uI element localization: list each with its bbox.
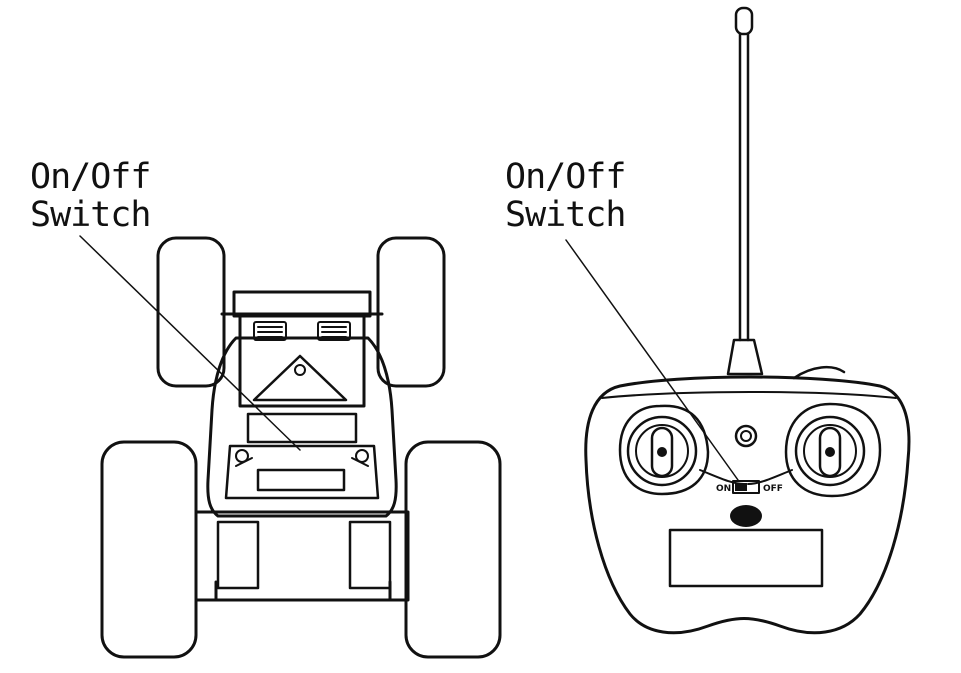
car-callout-leader xyxy=(79,235,301,451)
car-wheel-rear-right xyxy=(376,236,446,388)
car-body xyxy=(206,336,398,518)
remote-switch-off-label: OFF xyxy=(763,484,783,494)
car-vents xyxy=(253,321,351,341)
left-stick-lever xyxy=(650,426,674,478)
remote-switch-callout: On/Off Switch xyxy=(505,157,626,235)
car-bumper-block-right xyxy=(348,520,392,590)
car-wheel-front-right xyxy=(404,440,502,659)
remote-on-off-switch[interactable] xyxy=(732,480,760,494)
car-callout-line2: Switch xyxy=(30,195,151,235)
remote-callout-line1: On/Off xyxy=(505,157,626,197)
car-spoiler xyxy=(232,290,372,318)
car-switch-callout: On/Off Switch xyxy=(30,157,151,235)
car-bumper-block-left xyxy=(216,520,260,590)
right-stick-ring xyxy=(794,415,866,487)
left-stick-ring xyxy=(626,415,698,487)
remote-label-window xyxy=(668,528,824,588)
car-wheel-rear-left xyxy=(156,236,226,388)
car-switch-slot xyxy=(256,468,346,492)
right-stick-lever xyxy=(818,426,842,478)
car-wheel-front-left xyxy=(100,440,198,659)
antenna-tip xyxy=(734,6,754,36)
car-bumper xyxy=(194,510,410,602)
remote-oval-button[interactable] xyxy=(730,505,762,527)
remote-callout-leader xyxy=(565,239,739,481)
car-hatch-screw xyxy=(294,364,306,376)
remote-callout-line2: Switch xyxy=(505,195,626,235)
left-stick-housing xyxy=(618,404,710,496)
antenna-base xyxy=(726,338,764,376)
car-rear-deck xyxy=(238,314,366,408)
car-callout-line1: On/Off xyxy=(30,157,151,197)
car-hatch xyxy=(252,354,348,402)
right-stick-housing xyxy=(784,402,882,498)
rc-car xyxy=(100,236,502,659)
indicator-light xyxy=(734,424,758,448)
car-cockpit xyxy=(246,412,358,444)
remote-body xyxy=(584,375,911,635)
remote-control xyxy=(584,6,911,635)
car-switch-panel xyxy=(224,444,380,500)
remote-switch-on-label: ON xyxy=(716,484,731,494)
remote-strap xyxy=(792,365,846,380)
